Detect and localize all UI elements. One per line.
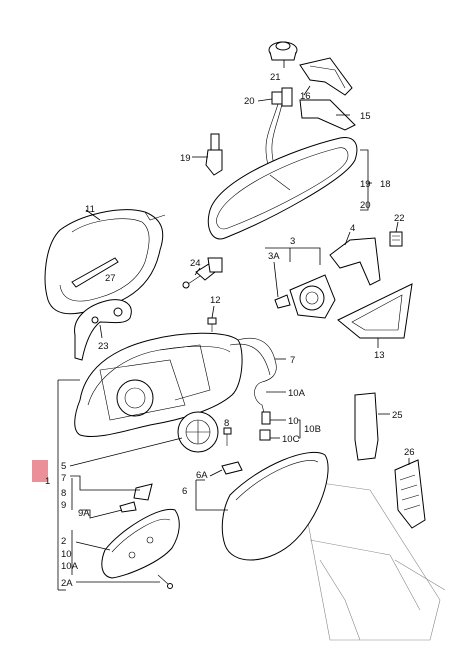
callout-19: 19 — [360, 179, 371, 190]
leader-lines — [57, 60, 410, 591]
callout-10C: 10C — [282, 434, 300, 445]
callout-10-lower: 10 — [61, 549, 72, 560]
part-6A-connector — [221, 461, 243, 475]
part-7-wiring-harness — [237, 337, 277, 441]
part-8-screw — [223, 427, 232, 446]
callout-7-lower: 7 — [61, 473, 66, 484]
part-26-trim — [394, 459, 426, 529]
callout-21: 21 — [270, 72, 281, 83]
part-5-motor — [177, 411, 219, 453]
callout-27: 27 — [105, 273, 116, 284]
callout-6: 6 — [182, 486, 187, 497]
part-12-screw — [207, 317, 217, 332]
callout-10: 10 — [288, 416, 299, 427]
callout-26: 26 — [404, 447, 415, 458]
part-24-switch — [182, 257, 223, 289]
callout-20-cable: 20 — [360, 200, 371, 211]
part-23-bracket — [74, 299, 132, 361]
part-3-motor-bracket — [274, 274, 336, 319]
part-interior-mirror — [207, 136, 358, 240]
part-2-lower-housing — [101, 508, 180, 589]
part-9-lamp — [119, 483, 153, 513]
part-25-cover — [354, 392, 379, 461]
callout-4: 4 — [350, 223, 355, 234]
callout-10B: 10B — [304, 424, 321, 435]
callout-20: 20 — [244, 96, 255, 107]
callout-25: 25 — [392, 410, 403, 421]
callout-22: 22 — [394, 213, 405, 224]
callout-19-clip: 19 — [180, 153, 191, 164]
callout-2: 2 — [61, 536, 66, 547]
selected-part-highlight — [32, 460, 48, 482]
part-4-bracket — [329, 237, 381, 286]
callout-16: 16 — [300, 91, 311, 102]
callout-15: 15 — [360, 111, 371, 122]
part-13-trim — [337, 283, 413, 339]
callout-3: 3 — [290, 236, 295, 247]
callout-10A: 10A — [288, 388, 306, 399]
callout-3A: 3A — [268, 251, 280, 262]
callout-13: 13 — [374, 350, 385, 361]
part-16-bracket — [299, 57, 353, 96]
callout-7: 7 — [290, 355, 295, 366]
callout-10A-lower: 10A — [61, 561, 79, 572]
part-21-rain-sensor — [268, 41, 298, 61]
part-1-mirror-body — [74, 332, 271, 438]
callout-1: 1 — [45, 476, 50, 487]
callout-2A: 2A — [61, 578, 73, 589]
part-6-mirror-glass — [221, 451, 329, 561]
part-11-housing-cap — [44, 209, 166, 315]
part-19-clip — [205, 133, 223, 176]
callout-24: 24 — [190, 258, 201, 269]
callout-labels: 21 16 20 15 19 19 18 20 11 27 24 3 4 22 … — [45, 72, 415, 589]
callout-8-lower: 8 — [61, 488, 66, 499]
door-background — [299, 479, 446, 641]
callout-6A: 6A — [196, 470, 208, 481]
callout-18: 18 — [380, 179, 391, 190]
part-22-clip — [389, 231, 403, 247]
callout-8: 8 — [224, 418, 229, 429]
callout-23: 23 — [98, 341, 109, 352]
callout-11: 11 — [85, 204, 95, 215]
callout-9: 9 — [61, 500, 66, 511]
callout-5: 5 — [61, 461, 66, 472]
part-15-cover — [299, 99, 356, 131]
callout-12: 12 — [210, 295, 221, 306]
callout-9A: 9A — [78, 508, 90, 519]
